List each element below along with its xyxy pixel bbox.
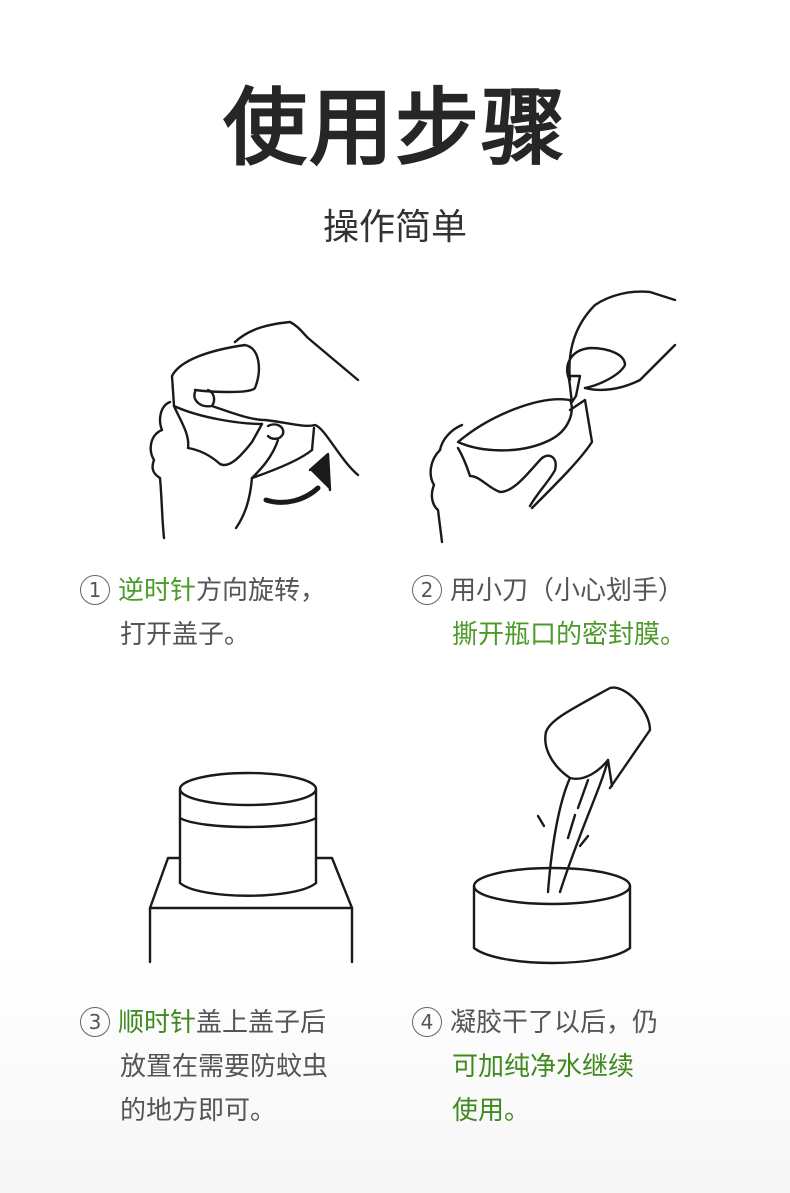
jar-on-stand-icon [140, 760, 370, 970]
step-number-badge: 2 [412, 575, 442, 605]
step-number-badge: 4 [412, 1007, 442, 1037]
highlight-text: 可加纯净水继续 [452, 1052, 635, 1082]
step-text: 凝胶干了以后，仍 [450, 1008, 659, 1038]
highlight-text: 使用。 [452, 1096, 531, 1126]
hand-twisting-lid-counterclockwise-icon [140, 310, 370, 550]
highlight-text: 顺时针 [118, 1008, 197, 1038]
step-text: 方向旋转， [196, 576, 327, 606]
step-number-badge: 3 [80, 1007, 110, 1037]
pouring-water-into-jar-icon [460, 680, 660, 970]
step-1-instructions: 1 逆时针方向旋转， 打开盖子。 [80, 569, 326, 657]
step-line: 打开盖子。 [120, 620, 251, 650]
step-4-instructions: 4 凝胶干了以后，仍 可加纯净水继续 使用。 [412, 1001, 658, 1133]
step-line: 4 凝胶干了以后，仍 [412, 1001, 658, 1045]
step-line: 放置在需要防蚊虫 [120, 1052, 329, 1082]
hand-cutting-seal-with-knife-icon [420, 280, 690, 550]
step-2-instructions: 2 用小刀（小心划手） 撕开瓶口的密封膜。 [412, 569, 686, 657]
step-line: 的地方即可。 [120, 1096, 277, 1126]
step-line: 2 用小刀（小心划手） [412, 569, 686, 613]
highlight-text: 撕开瓶口的密封膜。 [452, 620, 687, 650]
step-3-instructions: 3 顺时针盖上盖子后 放置在需要防蚊虫 的地方即可。 [80, 1001, 328, 1133]
step-line: 3 顺时针盖上盖子后 [80, 1001, 328, 1045]
step-text: 盖上盖子后 [196, 1008, 327, 1038]
highlight-text: 逆时针 [118, 576, 197, 606]
page-title: 使用步骤 [222, 79, 567, 177]
step-text: 用小刀（小心划手） [450, 576, 685, 606]
step-number-badge: 1 [80, 575, 110, 605]
step-line: 1 逆时针方向旋转， [80, 569, 326, 613]
page-subtitle: 操作简单 [322, 207, 467, 248]
